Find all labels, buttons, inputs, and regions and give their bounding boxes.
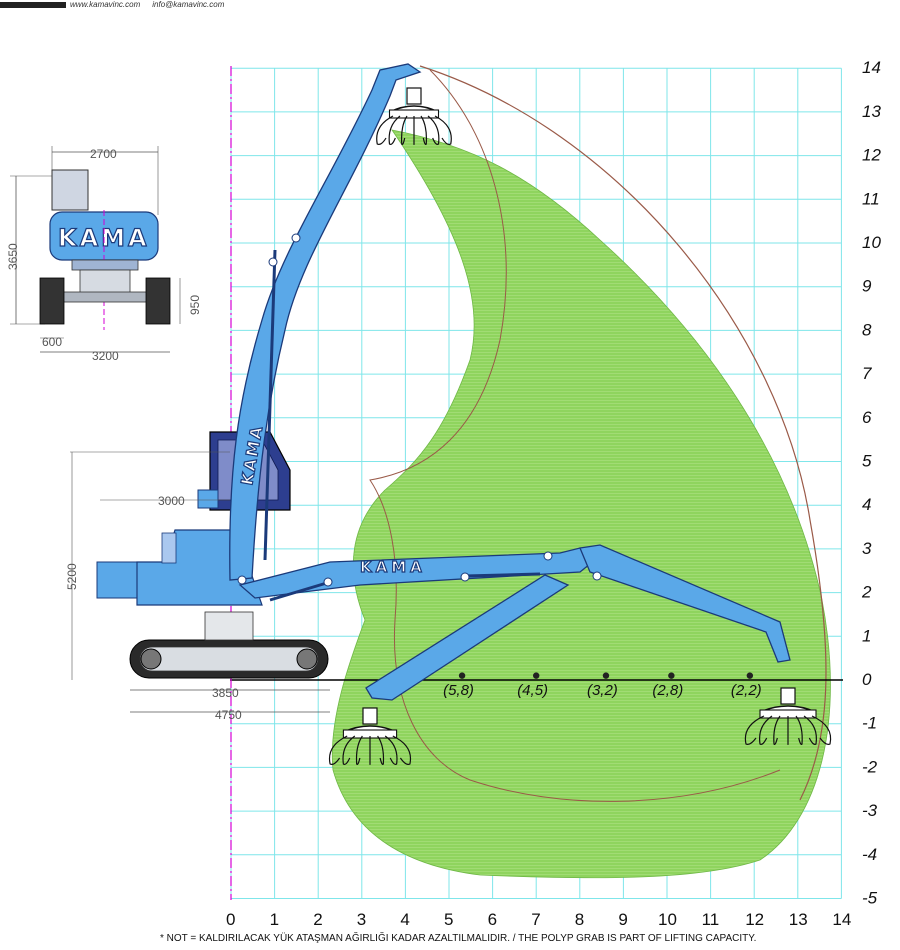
x-tick-label: 9 [618, 910, 627, 929]
email-text: info@kamavinc.com [152, 0, 225, 9]
y-tick-label: 13 [862, 102, 881, 121]
working-area [331, 129, 831, 879]
x-tick-label: 3 [357, 910, 366, 929]
dim-track-length: 3850 [212, 686, 239, 700]
y-tick-label: 9 [862, 277, 872, 296]
dim-front-width: 2700 [90, 147, 117, 161]
capacity-dot [668, 672, 675, 679]
y-tick-label: -3 [862, 801, 878, 820]
capacity-label: (5,8) [443, 682, 474, 699]
capacity-label: (3,2) [587, 682, 618, 699]
y-tick-label: 6 [862, 408, 872, 427]
front-view-brand: KAMA [58, 224, 150, 252]
logo-bar [0, 1, 66, 8]
capacity-label: (2,8) [652, 682, 683, 699]
x-tick-label: 12 [745, 910, 764, 929]
grabs [328, 87, 832, 765]
y-tick-label: -1 [862, 714, 877, 733]
y-tick-label: -4 [862, 845, 877, 864]
capacity-dot [533, 672, 540, 679]
polyp-grab [744, 687, 832, 745]
y-tick-label: 0 [862, 670, 872, 689]
capacity-label: (4,5) [517, 682, 548, 699]
dim-track-height: 950 [188, 295, 202, 315]
y-tick-label: 12 [862, 146, 881, 165]
y-tick-label: 4 [862, 495, 871, 514]
y-tick-label: -5 [862, 889, 878, 908]
x-tick-label: 4 [400, 910, 409, 929]
x-tick-label: 10 [658, 910, 677, 929]
capacity-dot [746, 672, 754, 679]
boom-extended: KAMA [238, 544, 791, 701]
polyp-grab [376, 87, 452, 145]
y-tick-label: 14 [862, 58, 881, 77]
header-bar: www.kamavinc.com info@kamavinc.com [0, 0, 236, 12]
y-tick-label: 8 [862, 320, 872, 339]
y-tick-label: 7 [862, 364, 872, 383]
reach-arc-outer [419, 65, 827, 801]
x-tick-label: 13 [789, 910, 808, 929]
capacity-dot [602, 672, 610, 679]
y-tick-label: 11 [862, 189, 880, 208]
boom-raised: KAMA [229, 63, 422, 585]
y-tick-label: 1 [862, 626, 871, 645]
dim-front-height: 3650 [6, 243, 20, 270]
capacity-label: (2,2) [731, 682, 762, 699]
y-tick-label: -2 [862, 757, 878, 776]
website-text: www.kamavinc.com [70, 0, 141, 9]
dim-track-width: 600 [42, 335, 62, 349]
x-tick-label: 11 [702, 910, 720, 929]
y-tick-label: 2 [861, 583, 872, 602]
x-tick-label: 14 [832, 910, 851, 929]
dim-machine-height: 5200 [65, 563, 79, 590]
dim-gauge: 3200 [92, 349, 119, 363]
capacity-dot [458, 672, 466, 679]
x-tick-label: 5 [444, 910, 453, 929]
y-tick-label: 10 [862, 233, 881, 252]
polyp-grab [328, 707, 412, 765]
capacity-markers: (5,8) (4,5) (3,2) (2,8) (2,2) [443, 672, 762, 699]
y-tick-label: 3 [862, 539, 872, 558]
x-tick-label: 6 [488, 910, 497, 929]
reach-arc-inner [369, 69, 781, 802]
dim-cab-offset: 3000 [158, 494, 185, 508]
x-tick-label: 2 [313, 910, 322, 929]
footnote: * NOT = KALDIRILACAK YÜK ATAŞMAN AĞIRLIĞ… [160, 931, 756, 944]
dim-overall-length: 4750 [215, 708, 242, 722]
y-tick-label: 5 [862, 452, 872, 471]
front-view: 2700 3650 KAMA 950 600 3200 [6, 146, 202, 363]
x-tick-label: 0 [226, 910, 235, 929]
x-tick-label: 1 [270, 910, 279, 929]
x-tick-label: 7 [531, 910, 540, 929]
stick-brand: KAMA [360, 558, 426, 576]
x-tick-label: 8 [575, 910, 584, 929]
